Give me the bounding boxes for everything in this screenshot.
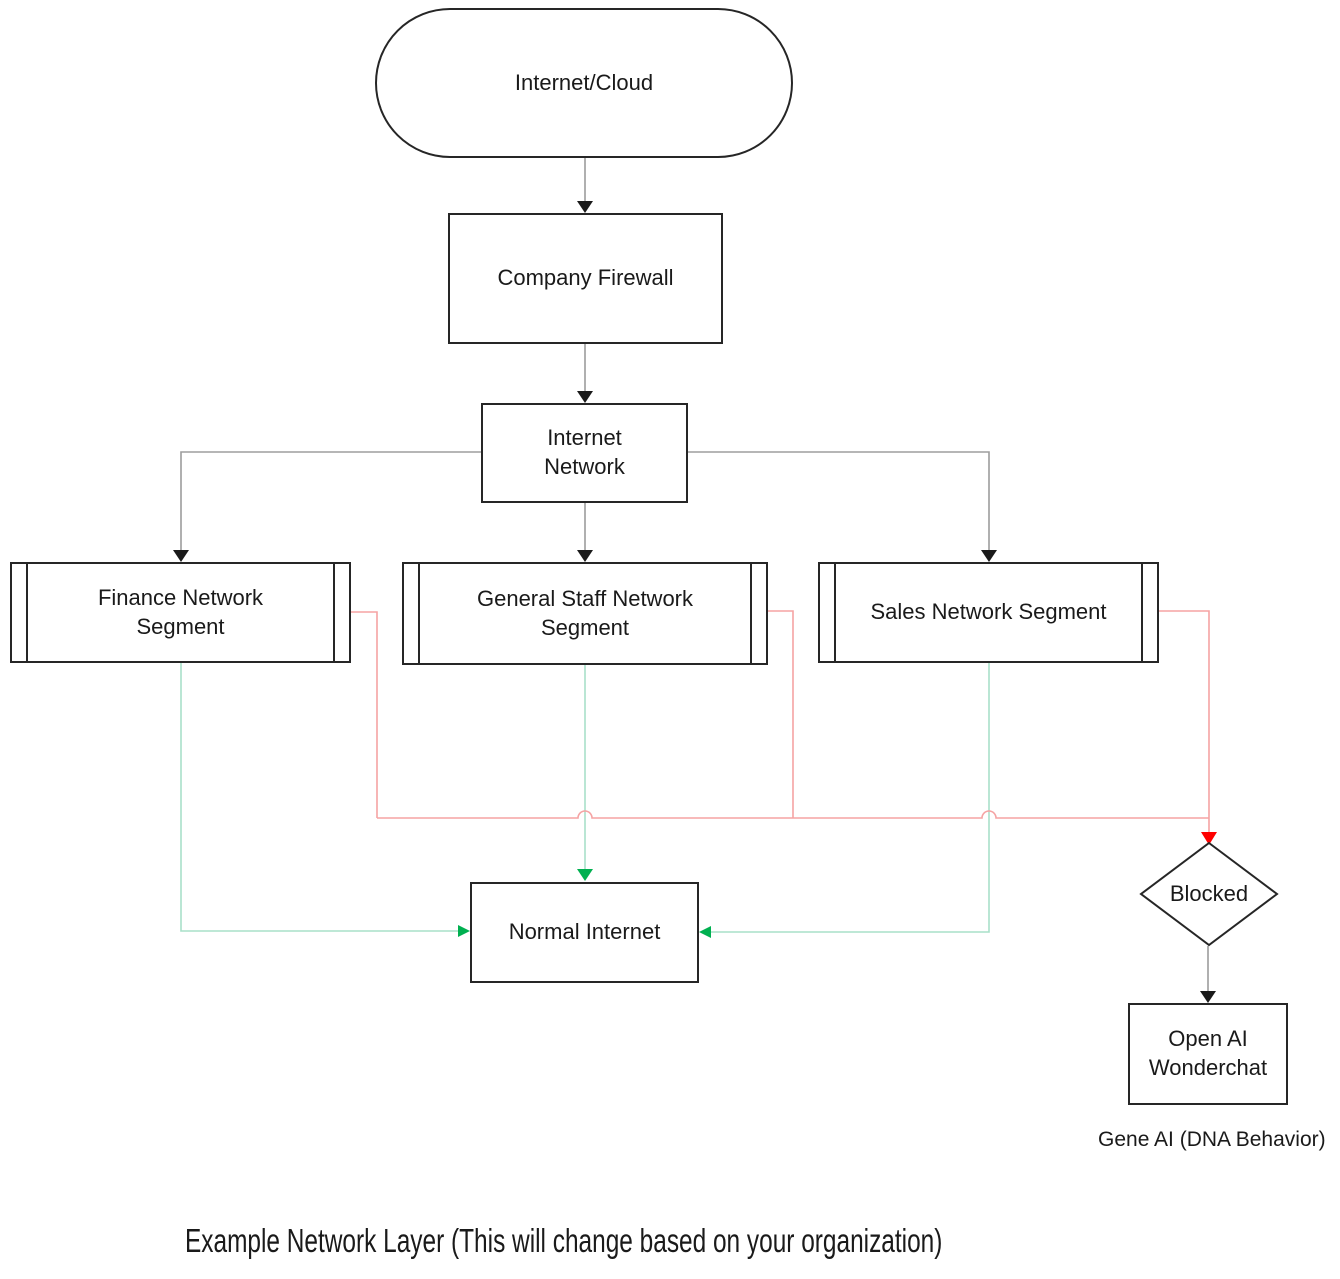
- arrowhead-green-left: [699, 926, 711, 938]
- node-normal-internet-label: Normal Internet: [508, 919, 661, 945]
- node-company-firewall-label: Company Firewall: [497, 265, 674, 291]
- arrowhead-red-down: [1201, 832, 1217, 845]
- edge-finance-to-normal-internet: [180, 663, 459, 932]
- edge-internet-network-to-sales: [688, 451, 990, 551]
- node-sales-network-segment-label: Sales Network Segment: [870, 599, 1107, 625]
- node-sales-network-segment[interactable]: Sales Network Segment: [818, 562, 1159, 663]
- arrowhead-green-right: [458, 925, 470, 937]
- edge-internet-network-to-finance: [180, 451, 481, 551]
- edge-sales-to-normal-internet: [710, 663, 990, 933]
- segment-inner-line-left: [26, 564, 28, 661]
- edge-general-to-blocked: [768, 610, 794, 818]
- diagram-caption: Example Network Layer (This will change …: [185, 1222, 943, 1259]
- segment-inner-line-right: [1141, 564, 1143, 661]
- node-finance-network-segment-label: Finance Network Segment: [97, 584, 264, 639]
- gene-ai-caption: Gene AI (DNA Behavior): [1098, 1128, 1326, 1151]
- segment-inner-line-right: [333, 564, 335, 661]
- node-general-staff-network-segment-label: General Staff Network Segment: [476, 585, 694, 640]
- node-normal-internet[interactable]: Normal Internet: [470, 882, 699, 983]
- arrowhead-black-down: [577, 391, 593, 403]
- segment-inner-line-left: [418, 564, 420, 663]
- diamond-shape: [1139, 841, 1279, 947]
- node-open-ai-wonderchat-label: Open AI Wonderchat: [1148, 1026, 1268, 1080]
- edge-red-bus: [377, 810, 1209, 819]
- segment-inner-line-left: [834, 564, 836, 661]
- node-internet-cloud-label: Internet/Cloud: [514, 69, 654, 95]
- arrowhead-black-down: [577, 550, 593, 562]
- arrowhead-green-down: [577, 869, 593, 881]
- node-internet-network-label: Internet Network: [544, 425, 625, 479]
- arrowhead-black-down: [173, 550, 189, 562]
- node-blocked-decision[interactable]: Blocked: [1139, 841, 1279, 947]
- arrowhead-black-down: [577, 201, 593, 213]
- node-company-firewall[interactable]: Company Firewall: [448, 213, 723, 344]
- node-internet-cloud[interactable]: Internet/Cloud: [375, 8, 793, 158]
- segment-inner-line-right: [750, 564, 752, 663]
- node-internet-network[interactable]: Internet Network: [481, 403, 688, 503]
- node-general-staff-network-segment[interactable]: General Staff Network Segment: [402, 562, 768, 665]
- node-finance-network-segment[interactable]: Finance Network Segment: [10, 562, 351, 663]
- arrowhead-black-down: [981, 550, 997, 562]
- node-blocked-label: Blocked: [1169, 881, 1249, 906]
- node-open-ai-wonderchat[interactable]: Open AI Wonderchat: [1128, 1003, 1288, 1105]
- arrowhead-black-down: [1200, 991, 1216, 1003]
- edge-finance-to-blocked: [351, 611, 378, 818]
- edge-sales-to-blocked: [1159, 610, 1210, 833]
